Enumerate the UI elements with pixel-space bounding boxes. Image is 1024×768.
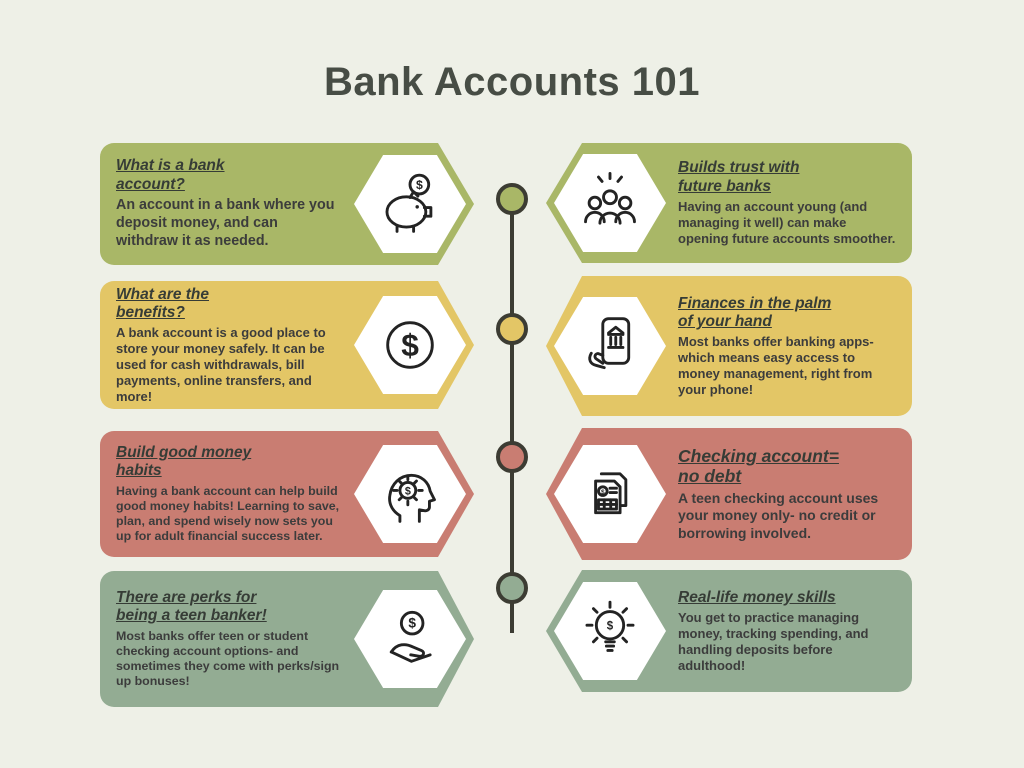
card-heading: What are the benefits? [116,285,210,321]
card-text: Finances in the palm of your hand Most b… [582,289,912,404]
svg-text:$: $ [405,486,411,498]
card-heading: Finances in the palm of your hand [678,294,832,330]
svg-text:$: $ [408,615,416,630]
card-builds-trust: Builds trust with future banks Having an… [546,143,912,263]
card-checking-account-no-debt: $ Checking account= no debt A teen check… [546,428,912,560]
card-text: Checking account= no debt A teen checkin… [582,440,912,549]
card-finances-in-palm: Finances in the palm of your hand Most b… [546,276,912,416]
card-heading: Real-life money skills [678,588,836,606]
timeline-line [510,197,514,633]
card-text: Build good money habits Having a bank ac… [100,438,438,550]
card-heading: Checking account= no debt [678,445,839,487]
card-what-is-a-bank-account: What is a bank account? An account in a … [100,143,474,265]
card-body: A teen checking account uses your money … [678,489,879,541]
card-heading: Build good money habits [116,443,252,480]
card-body: You get to practice managing money, trac… [678,609,869,673]
card-text: What are the benefits? A bank account is… [100,280,438,411]
timeline-dot-4 [496,572,528,604]
card-what-are-the-benefits: What are the benefits? A bank account is… [100,280,474,411]
card-body: Most banks offer teen or student checkin… [116,628,340,688]
card-text: What is a bank account? An account in a … [100,151,438,256]
card-body: Having an account young (and managing it… [678,198,896,246]
card-text: Builds trust with future banks Having an… [582,153,912,252]
card-real-life-money-skills: $ Real-life money skills You get to prac… [546,570,912,692]
timeline-dot-2 [496,313,528,345]
card-teen-banker-perks: There are perks for being a teen banker!… [100,571,474,707]
card-body: A bank account is a good place to store … [116,325,326,404]
card-body: An account in a bank where you deposit m… [116,196,335,249]
card-heading: There are perks for being a teen banker! [116,588,267,625]
svg-text:$: $ [401,327,419,363]
svg-text:$: $ [601,489,605,496]
timeline-dot-3 [496,441,528,473]
card-build-good-money-habits: Build good money habits Having a bank ac… [100,431,474,557]
card-body: Having a bank account can help build goo… [116,483,340,543]
card-heading: What is a bank account? [116,157,225,193]
svg-text:$: $ [416,178,423,192]
card-text: Real-life money skills You get to practi… [582,583,912,680]
card-text: There are perks for being a teen banker!… [100,583,438,695]
page-title: Bank Accounts 101 [323,60,701,104]
timeline-dot-1 [496,183,528,215]
svg-text:$: $ [607,621,614,633]
card-heading: Builds trust with future banks [678,159,800,195]
card-body: Most banks offer banking apps- which mea… [678,334,874,397]
